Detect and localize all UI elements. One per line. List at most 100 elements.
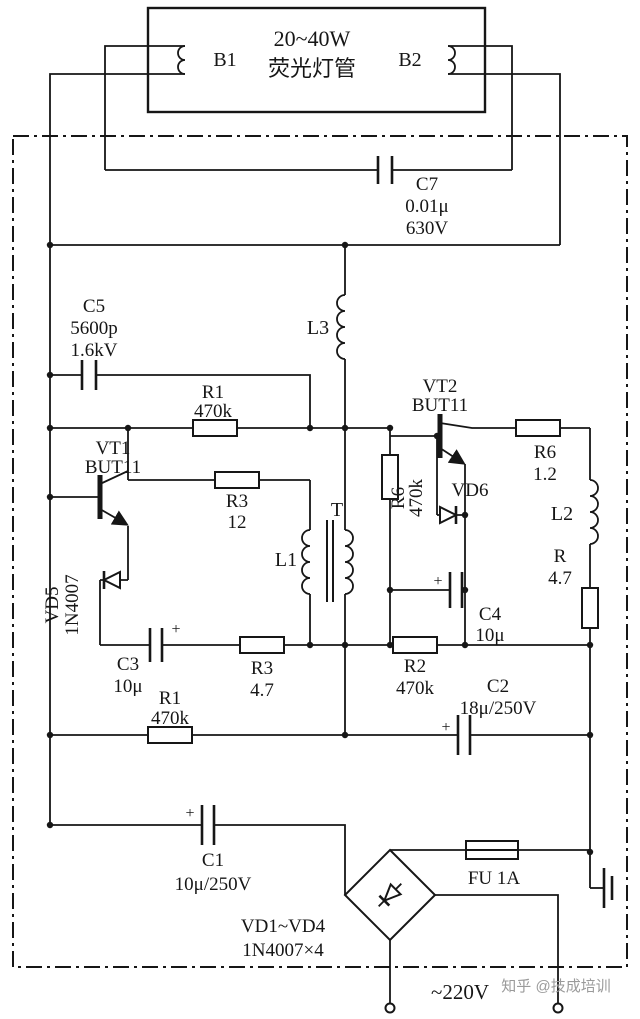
c1-polarity-label: + bbox=[185, 805, 194, 822]
r6-base-value-label: 470k bbox=[406, 479, 427, 518]
bridge-ref-label: VD1~VD4 bbox=[241, 916, 326, 937]
c7-voltage-label: 630V bbox=[406, 218, 449, 239]
r6-collector-ref-label: R6 bbox=[534, 442, 556, 463]
resistor-r1-top bbox=[192, 419, 238, 437]
resistor-r2 bbox=[392, 636, 438, 654]
r2-ref-label: R2 bbox=[404, 656, 426, 677]
r6-collector-value-label: 1.2 bbox=[533, 464, 557, 485]
resistor-r3-emitter bbox=[239, 636, 285, 654]
diode-vd6-triangle bbox=[439, 505, 459, 525]
vt1-type-label: BUT11 bbox=[85, 457, 141, 478]
lamp-name-label: 荧光灯管 bbox=[268, 56, 356, 81]
vt2-ref-label: VT2 bbox=[423, 376, 458, 397]
resistor-r6-collector bbox=[515, 419, 561, 437]
bridge-type-label: 1N4007×4 bbox=[242, 940, 324, 961]
diode-vd5-triangle bbox=[101, 570, 121, 590]
wire-c5-branch bbox=[50, 374, 311, 428]
c4-polarity-label: + bbox=[433, 573, 442, 590]
c7-ref-label: C7 bbox=[416, 174, 438, 195]
lamp-power-label: 20~40W bbox=[274, 26, 351, 51]
inductor-l2 bbox=[589, 479, 599, 545]
resistor-r1-bottom bbox=[147, 726, 193, 744]
mains-voltage-label: ~220V bbox=[431, 980, 489, 1004]
wire-vt2-emitter bbox=[439, 447, 466, 465]
l1-ref-label: L1 bbox=[275, 549, 297, 571]
wire-left-rail bbox=[49, 73, 185, 825]
bridge-diode-cathode bbox=[378, 894, 391, 907]
transformer-core bbox=[326, 520, 334, 602]
r3-emitter-value-label: 4.7 bbox=[250, 680, 274, 701]
wire-c1-row bbox=[50, 824, 346, 895]
wire-vt1-emitter bbox=[99, 508, 129, 526]
resistor-r3-base bbox=[214, 471, 260, 489]
r6-base-ref-label: R6 bbox=[388, 487, 409, 509]
c3-ref-label: C3 bbox=[117, 654, 139, 675]
lamp-box bbox=[146, 6, 487, 114]
filament-b1-label: B1 bbox=[213, 49, 236, 71]
r1-bottom-ref-label: R1 bbox=[159, 688, 181, 709]
r1-top-ref-label: R1 bbox=[202, 382, 224, 403]
c5-voltage-label: 1.6kV bbox=[71, 340, 118, 361]
diode-vd6 bbox=[439, 505, 459, 525]
bridge-diode-triangle bbox=[382, 882, 403, 903]
c3-polarity-label: + bbox=[171, 621, 180, 638]
wire-ac-terminal-2 bbox=[435, 894, 559, 1003]
r-emitter-ref-label: R bbox=[554, 546, 567, 567]
resistor-r-emitter bbox=[581, 587, 599, 629]
fuse-fu bbox=[465, 840, 519, 860]
c7-value-label: 0.01μ bbox=[405, 196, 448, 217]
l2-ref-label: L2 bbox=[551, 503, 573, 525]
capacitor-c2 bbox=[456, 715, 472, 755]
capacitor-c7 bbox=[376, 156, 394, 184]
transformer-ref-label: T bbox=[331, 499, 343, 521]
ac-terminal-1 bbox=[384, 1002, 396, 1014]
capacitor-c3 bbox=[148, 628, 164, 662]
bridge-diode-icon bbox=[378, 882, 403, 907]
r3-base-ref-label: R3 bbox=[226, 491, 248, 512]
wire-vd5-branch bbox=[99, 579, 128, 645]
wire-b2-bottom bbox=[448, 73, 561, 245]
r2-value-label: 470k bbox=[396, 678, 435, 699]
l3-ref-label: L3 bbox=[307, 317, 329, 339]
vd5-ref-label: VD5 bbox=[42, 587, 63, 624]
r3-emitter-ref-label: R3 bbox=[251, 658, 273, 679]
capacitor-c4 bbox=[448, 572, 464, 608]
chassis-ground-icon bbox=[602, 868, 614, 908]
r-emitter-value-label: 4.7 bbox=[548, 568, 572, 589]
r1-top-value-label: 470k bbox=[194, 401, 233, 422]
c5-value-label: 5600p bbox=[70, 318, 118, 339]
semiconductors bbox=[97, 414, 459, 942]
capacitor-c5 bbox=[80, 360, 98, 390]
filament-b1 bbox=[177, 45, 186, 75]
bridge-rectifier-outline bbox=[343, 848, 437, 942]
inductor-l3 bbox=[336, 294, 346, 360]
c2-value-label: 18μ/250V bbox=[460, 698, 537, 719]
diode-vd5 bbox=[101, 570, 121, 590]
watermark: 知乎 @技成培训 bbox=[501, 978, 610, 995]
vt1-ref-label: VT1 bbox=[96, 438, 131, 459]
resistors bbox=[147, 419, 599, 860]
c1-ref-label: C1 bbox=[202, 850, 224, 871]
wire-vt1-collector bbox=[99, 428, 129, 485]
vd6-ref-label: VD6 bbox=[452, 480, 489, 501]
c2-ref-label: C2 bbox=[487, 676, 509, 697]
vd5-type-label: 1N4007 bbox=[62, 574, 83, 635]
vt2-type-label: BUT11 bbox=[412, 395, 468, 416]
junction-dots bbox=[46, 241, 594, 856]
r1-bottom-value-label: 470k bbox=[151, 708, 190, 729]
transformer-primary-l1 bbox=[301, 529, 311, 595]
c5-ref-label: C5 bbox=[83, 296, 105, 317]
c4-ref-label: C4 bbox=[479, 604, 502, 625]
ac-terminal-2 bbox=[552, 1002, 564, 1014]
c4-value-label: 10μ bbox=[475, 625, 504, 646]
wire-b1-top bbox=[104, 45, 185, 170]
filament-b2-label: B2 bbox=[398, 49, 421, 71]
ballast-enclosure-border bbox=[12, 135, 628, 968]
filament-b2 bbox=[447, 45, 456, 75]
wire-b2-top bbox=[448, 45, 513, 170]
resistor-r6-base bbox=[381, 454, 399, 500]
r3-base-value-label: 12 bbox=[228, 512, 247, 533]
c1-value-label: 10μ/250V bbox=[175, 874, 252, 895]
windings bbox=[177, 45, 599, 602]
